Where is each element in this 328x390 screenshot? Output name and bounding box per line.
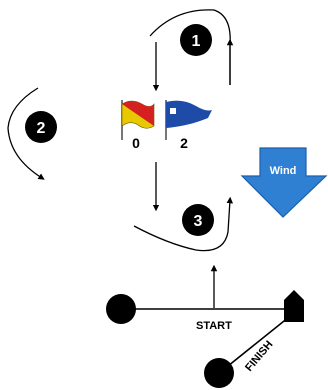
course-path-mark-3: [133, 196, 234, 252]
oscar-flag-icon: [121, 100, 155, 140]
start-label: START: [196, 320, 232, 332]
oscar-flag-count: 0: [132, 135, 140, 151]
mark-1: 1: [180, 24, 212, 56]
mark-1-label: 1: [192, 33, 201, 50]
finish-label: FINISH: [243, 339, 275, 374]
mark-2: 2: [25, 111, 57, 143]
mark-2-label: 2: [37, 120, 46, 137]
blue-pennant-flag-count: 2: [180, 135, 188, 151]
finish-pin-mark: [204, 358, 234, 388]
wind-label: Wind: [270, 165, 297, 177]
mark-3-label: 3: [194, 213, 203, 230]
committee-boat-icon: [284, 290, 304, 322]
mark-3: 3: [182, 204, 214, 236]
wind-arrow-icon: Wind: [240, 147, 328, 218]
course-path-mark-1: [149, 9, 231, 85]
start-pin-mark: [106, 294, 136, 324]
blue-pennant-flag-icon: [165, 100, 212, 140]
course-path-mark-2: [7, 87, 45, 180]
